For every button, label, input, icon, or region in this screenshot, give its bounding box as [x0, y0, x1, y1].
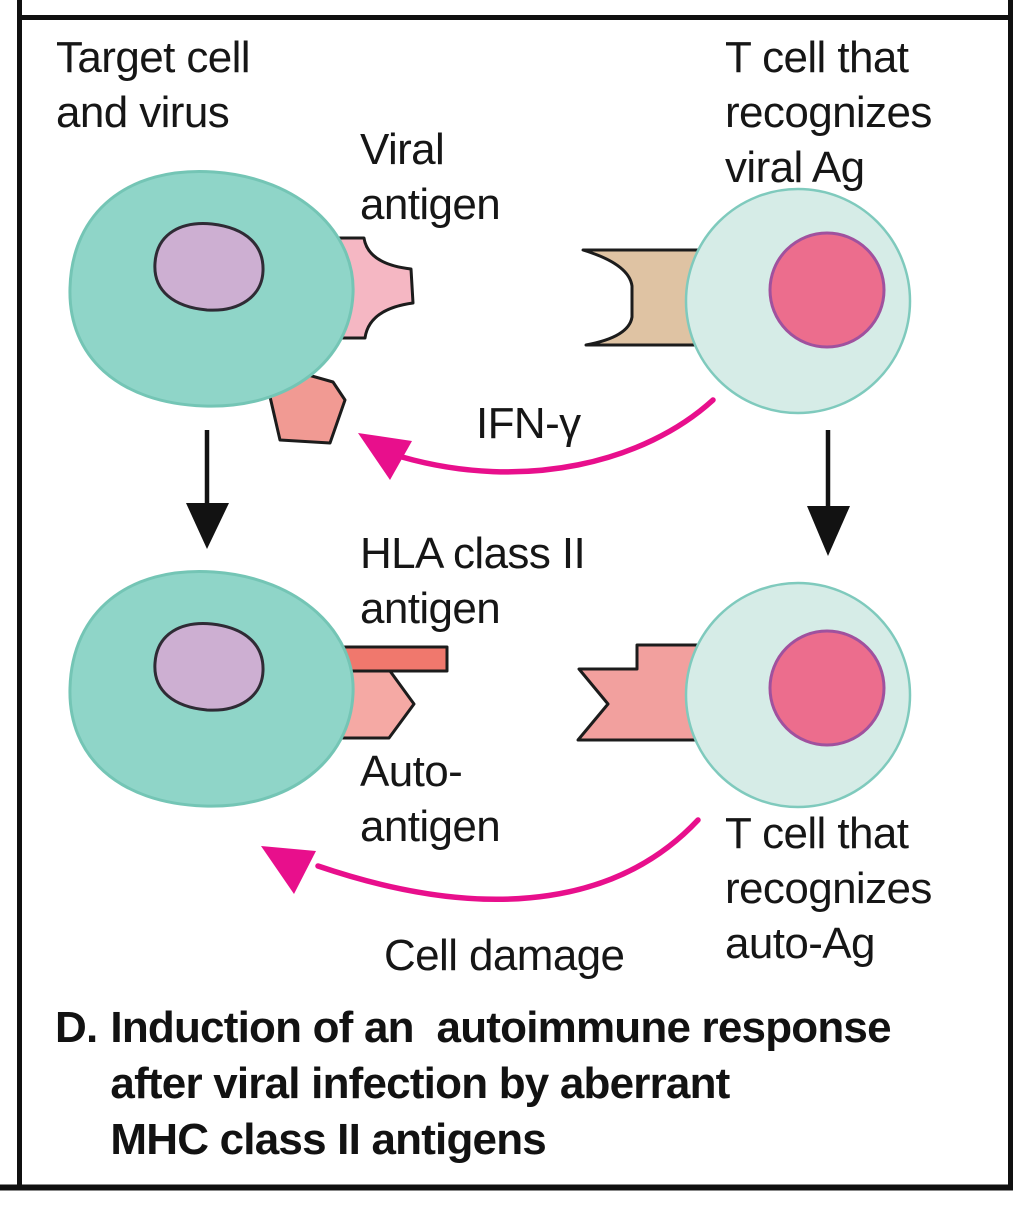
viral-ag-receptor-shape	[581, 248, 710, 347]
caption-text: Induction of an autoimmune response afte…	[110, 1003, 891, 1164]
label-viral-antigen: Viral antigen	[360, 125, 501, 229]
label-t-cell-auto: T cell that recognizes auto-Ag	[725, 809, 932, 968]
label-hla-class-ii: HLA class II antigen	[360, 529, 586, 633]
label-auto-antigen: Auto- antigen	[360, 747, 501, 851]
label-target-cell: Target cell and virus	[56, 33, 251, 137]
hla-class-ii-bar-shape	[336, 645, 449, 673]
figure-caption: D. Induction of an autoimmune response a…	[55, 1000, 892, 1168]
label-ifn-gamma: IFN-γ	[476, 399, 581, 448]
cell-damage-arrow-curve	[315, 817, 701, 902]
damaged-target-cell-nucleus	[153, 622, 265, 712]
left-down-arrowhead	[186, 503, 229, 549]
target-cell-nucleus	[153, 222, 265, 312]
ifn-gamma-arrow-curve	[399, 397, 716, 475]
t-cell-viral-nucleus	[768, 231, 886, 349]
t-cell-auto-nucleus	[768, 629, 886, 747]
label-t-cell-viral: T cell that recognizes viral Ag	[725, 33, 932, 192]
right-down-arrowhead	[807, 506, 850, 556]
ifn-gamma-arrowhead	[358, 433, 412, 480]
cell-damage-arrowhead	[261, 846, 316, 894]
caption-panel-letter: D.	[55, 1003, 98, 1052]
label-cell-damage: Cell damage	[384, 931, 625, 980]
